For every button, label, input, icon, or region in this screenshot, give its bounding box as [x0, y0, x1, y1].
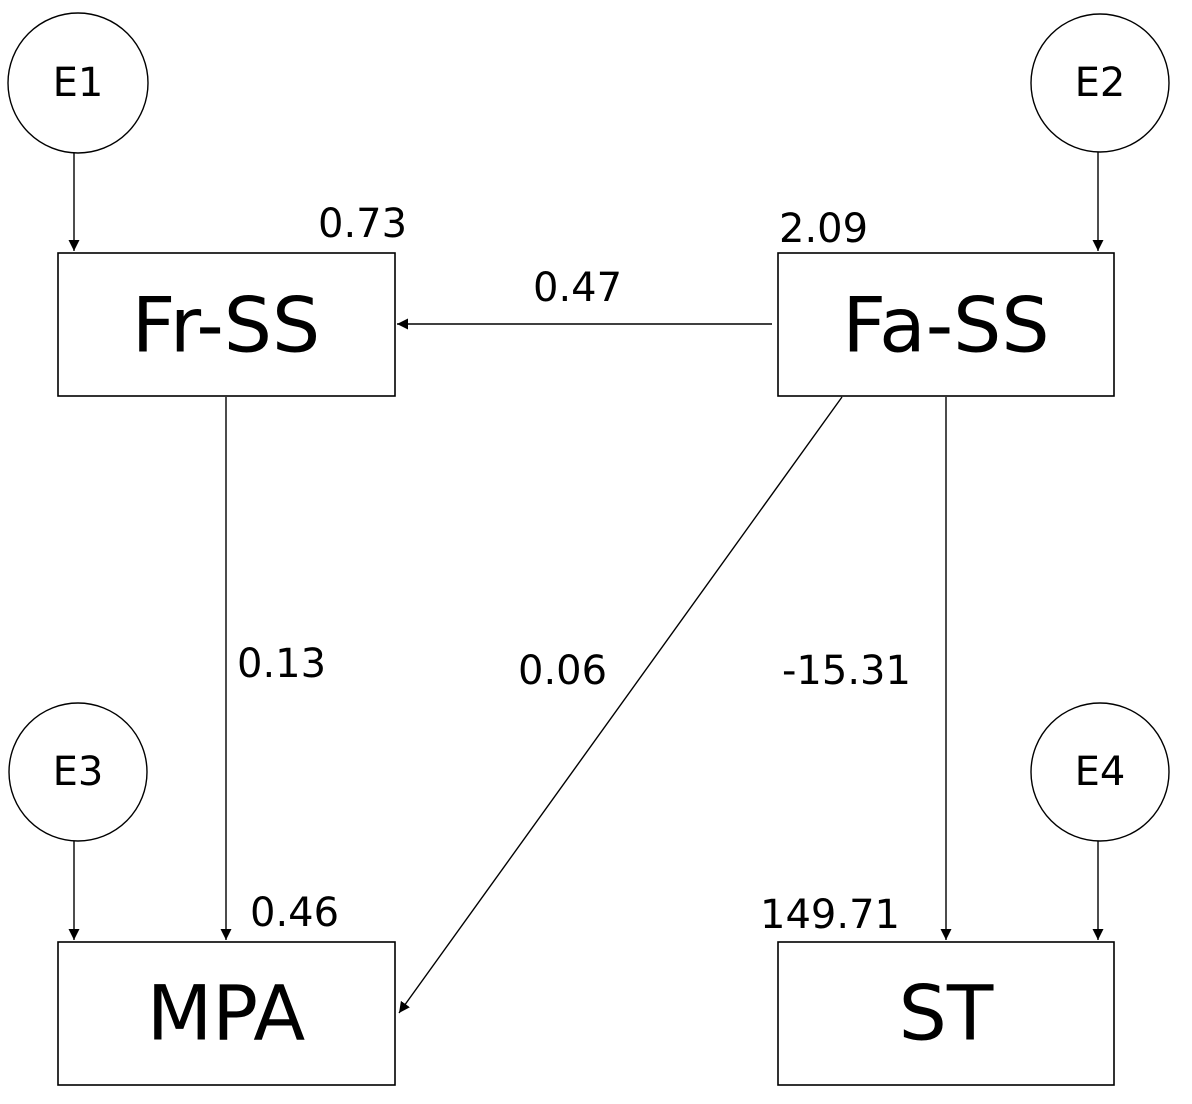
error-label-e2: E2: [1075, 60, 1126, 106]
node-label-st: ST: [899, 969, 994, 1058]
node-label-fa-ss: Fa-SS: [842, 281, 1049, 370]
path-coefficient-fr-to-mpa: 0.13: [237, 641, 326, 687]
intercept-label-st: 149.71: [760, 892, 900, 938]
error-circle-e4: [1030, 702, 1170, 842]
node-box-mpa: [57, 941, 396, 1086]
node-label-fr-ss: Fr-SS: [132, 281, 320, 370]
error-circle-e1: [7, 12, 149, 154]
node-label-mpa: MPA: [147, 969, 306, 1058]
error-label-e1: E1: [53, 60, 104, 106]
error-circle-e2: [1030, 13, 1170, 153]
path-coefficient-fa-to-fr: 0.47: [533, 265, 622, 311]
intercept-label-fa-ss: 2.09: [779, 206, 868, 252]
error-label-e3: E3: [53, 749, 104, 795]
path-coefficient-fa-to-mpa: 0.06: [518, 648, 607, 694]
arrow-fa-ss-to-mpa: [398, 396, 843, 1014]
path-coefficient-fa-to-st: -15.31: [782, 648, 911, 694]
node-box-fa-ss: [777, 252, 1115, 397]
error-label-e4: E4: [1075, 749, 1126, 795]
error-circle-e3: [8, 702, 148, 842]
node-box-fr-ss: [57, 252, 396, 397]
node-box-st: [777, 941, 1115, 1086]
intercept-label-fr-ss: 0.73: [318, 201, 407, 247]
intercept-label-mpa: 0.46: [250, 890, 339, 936]
